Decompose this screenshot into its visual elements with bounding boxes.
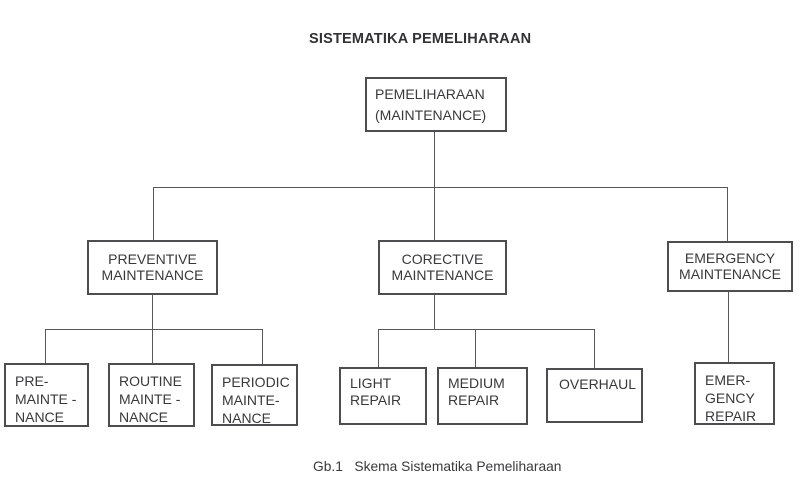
node-preventive-maintenance: PREVENTIVE MAINTENANCE (87, 240, 218, 295)
node-pemeliharaan-line1: PEMELIHARAAN (375, 86, 485, 102)
node-emergency-repair-line2: GENCY (705, 390, 755, 406)
node-emergency-maintenance: EMERGENCY MAINTENANCE (667, 241, 793, 292)
node-overhaul: OVERHAUL (546, 368, 643, 423)
node-periodic-maintenance: PERIODIC MAINTE- NANCE (211, 364, 298, 426)
node-periodic-maintenance-line3: NANCE (222, 410, 272, 426)
node-pre-maintenance: PRE- MAINTE - NANCE (4, 363, 89, 427)
node-preventive-line2: MAINTENANCE (101, 266, 204, 283)
connector-drop-routine-maintenance (152, 329, 153, 363)
node-pre-maintenance-line3: NANCE (15, 409, 65, 425)
connector-drop-medium-repair (475, 329, 476, 367)
node-emergency-line2: MAINTENANCE (679, 265, 781, 282)
connector-drop-emergency (727, 187, 728, 241)
node-corective-maintenance: CORECTIVE MAINTENANCE (378, 240, 507, 295)
node-emergency-line1: EMERGENCY (684, 250, 776, 266)
node-pemeliharaan: PEMELIHARAAN (MAINTENANCE) (365, 77, 507, 132)
connector-main-horizontal (153, 187, 728, 188)
node-routine-maintenance-line1: ROUTINE (119, 373, 182, 389)
node-medium-repair-line2: REPAIR (448, 392, 500, 408)
connector-root-to-corective (434, 132, 435, 240)
connector-drop-light-repair (378, 329, 379, 367)
node-emergency-repair-line1: EMER- (705, 372, 751, 388)
node-periodic-maintenance-line1: PERIODIC (222, 374, 290, 390)
node-medium-repair-line1: MEDIUM (448, 375, 505, 391)
connector-drop-pre-maintenance (45, 329, 46, 363)
node-periodic-maintenance-line2: MAINTE- (222, 392, 280, 408)
connector-drop-overhaul (594, 329, 595, 368)
connector-drop-emergency-repair (728, 292, 729, 362)
node-light-repair: LIGHT REPAIR (339, 367, 427, 425)
connector-preventive-down (152, 294, 153, 330)
figure-caption: Gb.1 Skema Sistematika Pemeliharaan (313, 459, 562, 474)
node-pemeliharaan-line2: (MAINTENANCE) (375, 107, 487, 123)
node-routine-maintenance-line2: MAINTE - (119, 391, 181, 407)
node-overhaul-line1: OVERHAUL (559, 376, 637, 392)
node-corective-line2: MAINTENANCE (391, 266, 494, 283)
node-routine-maintenance: ROUTINE MAINTE - NANCE (108, 363, 195, 427)
node-emergency-repair: EMER- GENCY REPAIR (694, 362, 775, 425)
node-pre-maintenance-line1: PRE- (15, 373, 49, 389)
node-corective-line1: CORECTIVE (401, 251, 484, 267)
node-light-repair-line2: REPAIR (350, 392, 402, 408)
connector-drop-preventive (153, 187, 154, 240)
node-medium-repair: MEDIUM REPAIR (437, 367, 528, 425)
node-routine-maintenance-line3: NANCE (119, 409, 169, 425)
connector-corective-down (434, 294, 435, 330)
node-emergency-repair-line3: REPAIR (705, 408, 757, 424)
connector-preventive-horizontal (45, 329, 263, 330)
node-preventive-line1: PREVENTIVE (108, 251, 197, 267)
node-light-repair-line1: LIGHT (350, 375, 392, 391)
diagram-title: SISTEMATIKA PEMELIHARAAN (309, 31, 532, 47)
connector-drop-periodic-maintenance (262, 329, 263, 364)
node-pre-maintenance-line2: MAINTE - (15, 391, 77, 407)
connector-corective-horizontal (378, 329, 595, 330)
